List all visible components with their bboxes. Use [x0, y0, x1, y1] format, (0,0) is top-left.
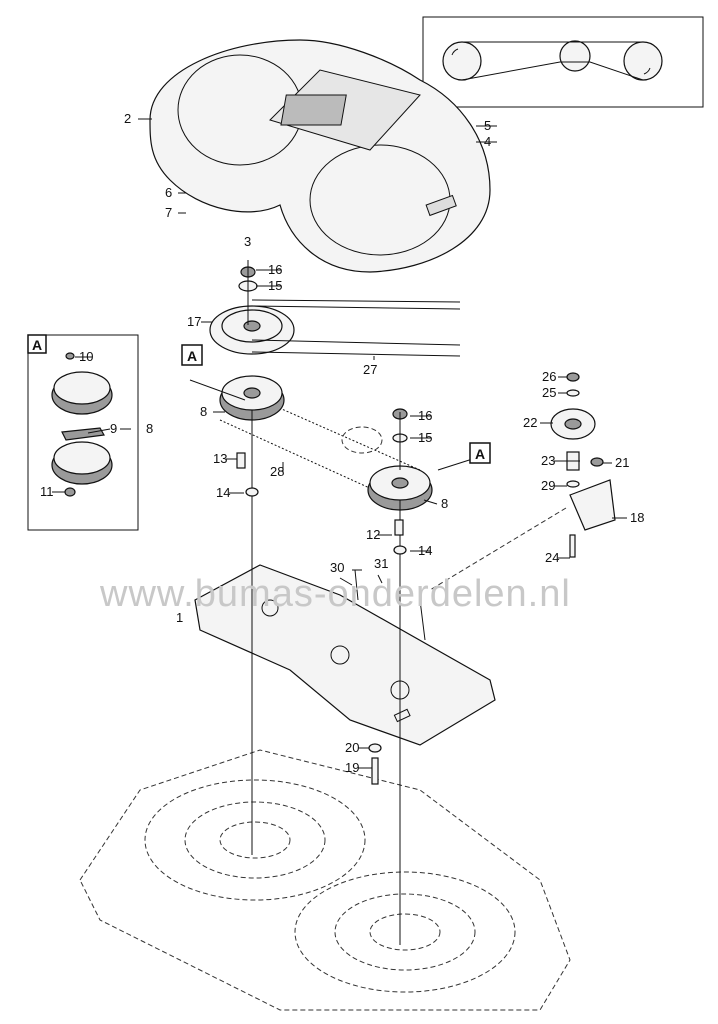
belt-routing-inset — [422, 16, 704, 108]
callout-a-left-text: A — [187, 348, 197, 364]
part-label: 25 — [542, 385, 556, 400]
part-label: 8 — [200, 404, 207, 419]
callout-a-right: A — [469, 442, 491, 464]
part-label: 1 — [176, 610, 183, 625]
leader-lines — [52, 118, 627, 769]
part-label: 30 — [330, 560, 344, 575]
part-label: 26 — [542, 369, 556, 384]
assembly-guide-lines — [189, 260, 486, 945]
part-label: 22 — [523, 415, 537, 430]
part-label: 2 — [124, 111, 131, 126]
part-label: 8 — [441, 496, 448, 511]
part-label: 18 — [630, 510, 644, 525]
watermark-text: www.bumas-onderdelen.nl — [99, 573, 571, 615]
mower-deck-outline — [79, 749, 571, 1011]
part-label: 24 — [545, 550, 559, 565]
main-pulley — [209, 266, 461, 357]
part-label: 7 — [165, 205, 172, 220]
part-label: 8 — [146, 421, 153, 436]
part-label: 27 — [363, 362, 377, 377]
callout-a-right-text: A — [475, 446, 485, 462]
part-label: 31 — [374, 556, 388, 571]
part-label: 11 — [40, 484, 54, 499]
callout-a-left: A — [181, 344, 203, 366]
part-label: 28 — [270, 464, 284, 479]
part-label: 20 — [345, 740, 359, 755]
part-label: 6 — [165, 185, 172, 200]
deck-cover — [149, 39, 491, 273]
detail-box-a-label: A — [32, 337, 42, 353]
part-label: 29 — [541, 478, 555, 493]
part-label: 14 — [216, 485, 230, 500]
part-label: 12 — [366, 527, 380, 542]
part-label: 9 — [110, 421, 117, 436]
part-label: 23 — [541, 453, 555, 468]
part-label: 17 — [187, 314, 201, 329]
part-label: 21 — [615, 455, 629, 470]
tensioner-bracket-assembly — [429, 372, 616, 591]
detail-box-a — [27, 334, 139, 531]
part-label: 13 — [213, 451, 227, 466]
part-label: 19 — [345, 760, 359, 775]
part-label: 3 — [244, 234, 251, 249]
